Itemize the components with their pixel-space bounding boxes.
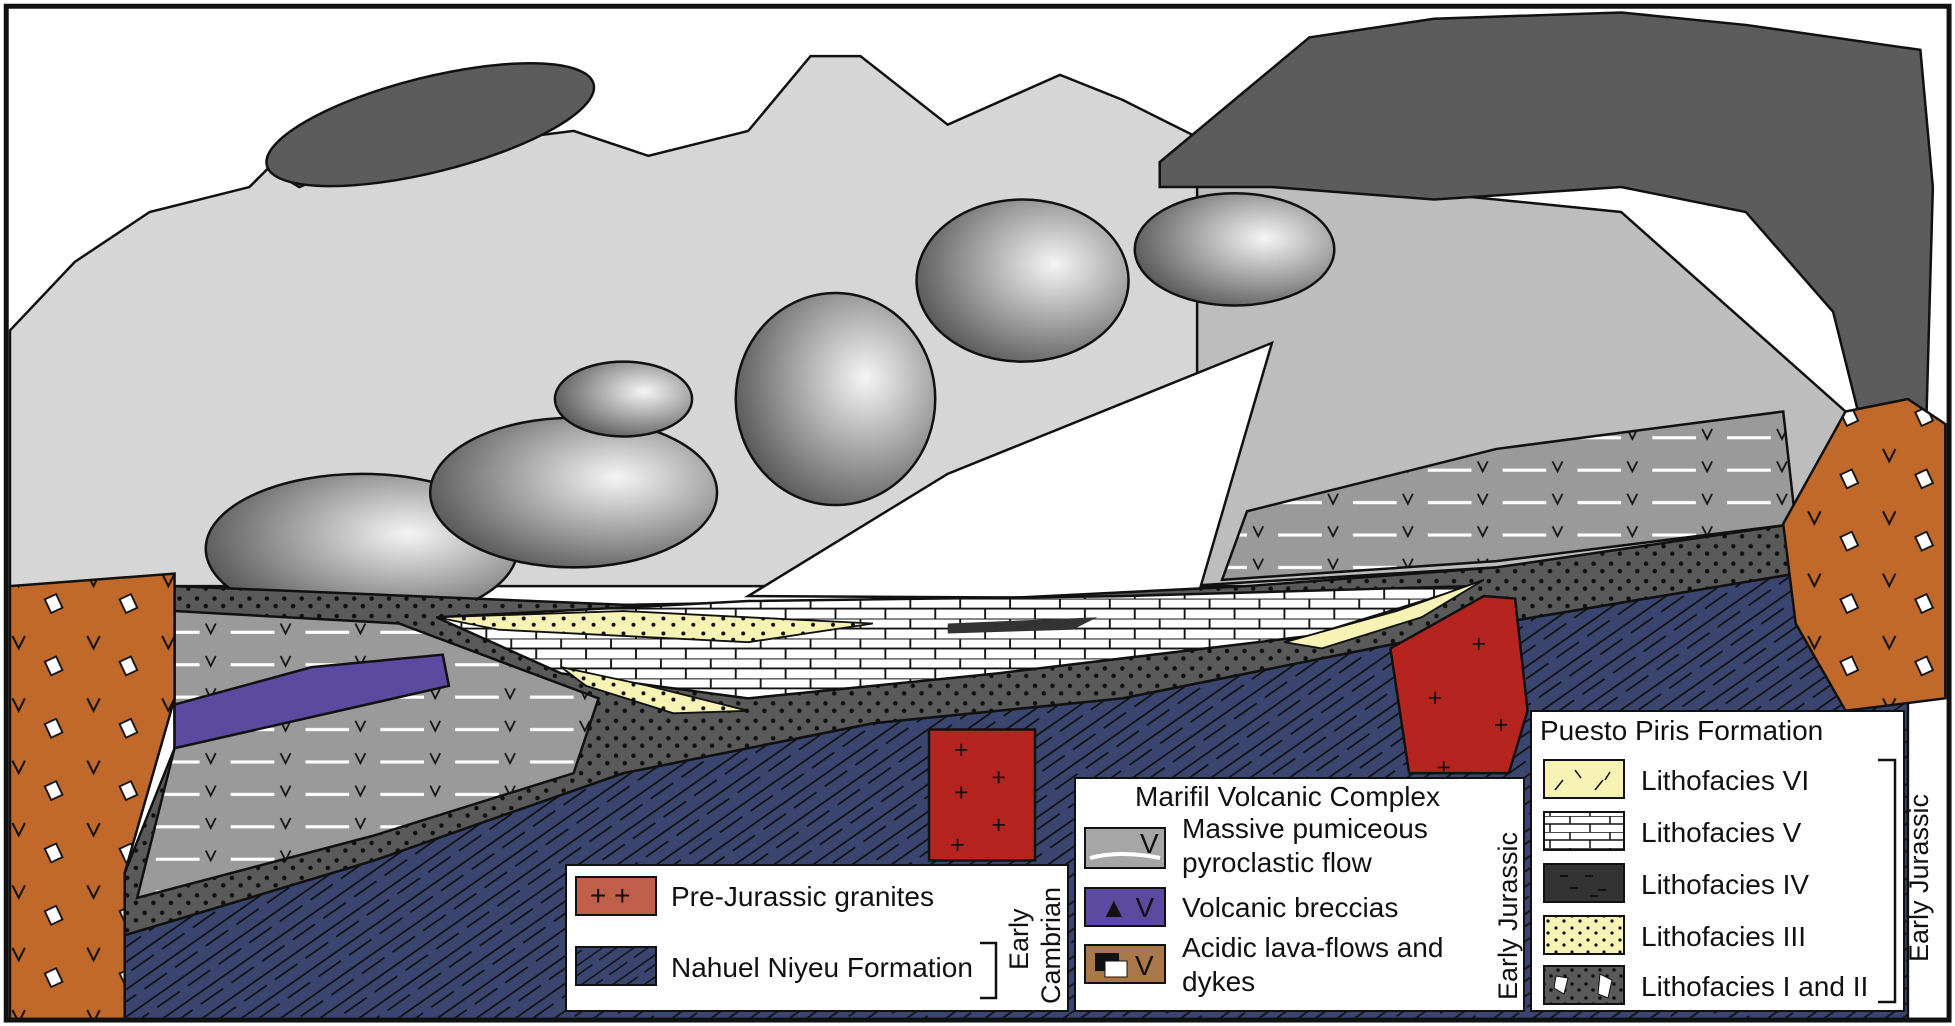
legend-label-lithofacies-iv: Lithofacies IV: [1641, 869, 1809, 900]
legend-puesto-piris: Puesto Piris Formation Lithofacies VI Li…: [1530, 710, 1934, 1012]
lithofacies-iv: [947, 617, 1098, 634]
legend-label-acidic-lava-line2: dykes: [1182, 966, 1255, 997]
legend-label-nahuel-niyeu: Nahuel Niyeu Formation: [671, 952, 973, 983]
acidic-dyke-right: [1781, 397, 1947, 713]
legend-label-lithofacies-iii: Lithofacies III: [1641, 921, 1806, 952]
lithofacies-iii-lens: [436, 610, 874, 644]
lithofacies-vi-lens: [1284, 578, 1485, 650]
legend-label-lithofacies-vi: Lithofacies VI: [1641, 765, 1809, 796]
lithofacies-iii-lens: [560, 666, 749, 715]
granite-plus-marks: + + + + + + + + +: [950, 630, 1508, 859]
svg-text:+: +: [1494, 711, 1509, 739]
volcanic-breccias-swatch: [1084, 887, 1166, 927]
svg-text:+: +: [1428, 684, 1443, 712]
svg-text:+: +: [954, 779, 969, 807]
pyroclastic-flow-lobes: [204, 192, 1336, 625]
age-label-marifil: Early Jurassic: [1493, 832, 1523, 1000]
pre-jurassic-granites-swatch: [575, 876, 657, 916]
legend-marifil: Marifil Volcanic Complex V Massive pumic…: [1074, 777, 1525, 1012]
nahuel-niyeu-swatch: [575, 946, 657, 986]
legend-label-lithofacies-v: Lithofacies V: [1641, 817, 1802, 848]
legend-label-lithofacies-i-ii: Lithofacies I and II: [1641, 971, 1868, 1002]
legend-label-acidic-lava: Acidic lava-flows and: [1182, 932, 1443, 963]
ash-cloud-left: [265, 62, 596, 188]
plus-icon: + +: [590, 880, 630, 911]
ash-plain: [743, 340, 1274, 600]
legend-label-pumiceous-line2: pyroclastic flow: [1182, 847, 1373, 878]
legend-title-puesto-piris: Puesto Piris Formation: [1540, 715, 1823, 746]
svg-text:▲ V: ▲ V: [1100, 892, 1154, 923]
lithofacies-vi-swatch: [1543, 759, 1625, 799]
legend-basement: + + Pre-Jurassic granites Nahuel Niyeu F…: [565, 864, 1069, 1012]
volcanic-breccia-layer: [173, 653, 451, 750]
scenery: + + + + + + + + +: [3, 3, 1952, 1023]
svg-text:V: V: [1135, 950, 1154, 981]
svg-text:+: +: [991, 764, 1006, 792]
pumiceous-flow-swatch: [1084, 827, 1166, 869]
granite-body: [1389, 594, 1529, 775]
svg-text:+: +: [950, 831, 965, 859]
svg-text:+: +: [1437, 754, 1452, 782]
granite-body: [927, 728, 1037, 862]
legend-label-granites: Pre-Jurassic granites: [671, 881, 934, 912]
legend-title-marifil: Marifil Volcanic Complex: [1135, 781, 1440, 812]
legend-label-pumiceous: Massive pumiceous: [1182, 813, 1428, 844]
svg-text:+: +: [954, 736, 969, 764]
svg-text:V: V: [1140, 828, 1159, 859]
age-label-cambrian: Cambrian: [1036, 887, 1066, 1004]
svg-text:+: +: [991, 811, 1006, 839]
legend-label-breccias: Volcanic breccias: [1182, 892, 1398, 923]
age-label-early: Early: [1004, 908, 1034, 970]
svg-text:+: +: [1471, 630, 1486, 658]
lithofacies-v-swatch: [1543, 811, 1625, 851]
lithofacies-iii-swatch: [1543, 915, 1625, 955]
lithofacies-iv-swatch: [1543, 863, 1625, 903]
age-label-puesto-piris: Early Jurassic: [1904, 794, 1934, 962]
